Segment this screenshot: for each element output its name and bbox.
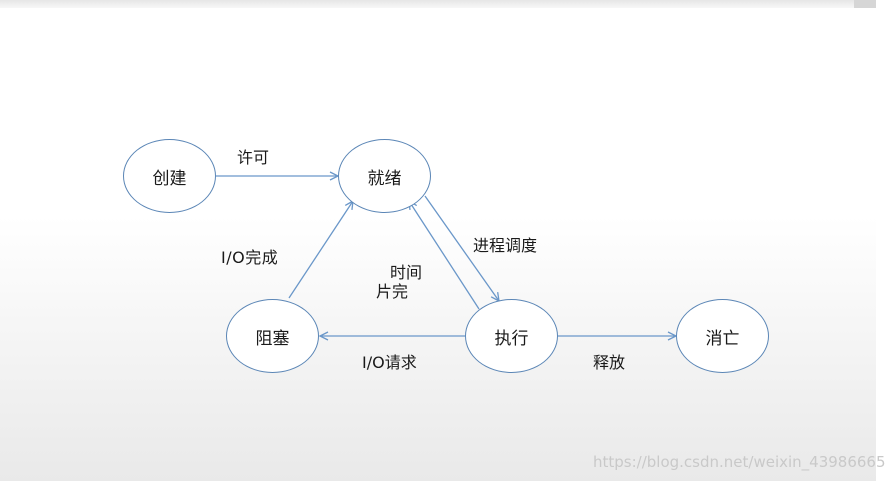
node-terminated: 消亡 [676,299,769,373]
edge-label-schedule: 进程调度 [473,236,538,255]
edge-label-release: 释放 [593,353,626,372]
node-terminated-label: 消亡 [705,328,740,349]
edge-label-timeslice-line2: 片完 [376,282,409,301]
top-strip-corner [854,0,876,8]
edge-label-io-done: I/O完成 [221,248,279,267]
edge-label-io-request: I/O请求 [362,353,417,372]
arrow-ready-to-running [424,195,499,301]
top-strip [0,0,876,8]
node-create: 创建 [123,139,216,213]
watermark: https://blog.csdn.net/weixin_43986665 [593,453,886,471]
node-create-label: 创建 [152,168,187,189]
edge-label-timeslice-line1: 时间 [390,263,423,282]
node-running-label: 执行 [494,328,529,349]
node-blocked-label: 阻塞 [255,328,290,349]
node-ready: 就绪 [338,139,431,213]
node-ready-label: 就绪 [367,168,402,189]
node-running: 执行 [465,299,558,373]
arrow-blocked-to-ready [288,201,353,299]
node-blocked: 阻塞 [226,299,319,373]
edge-label-admit: 许可 [237,148,270,167]
arrow-running-to-ready [409,201,480,310]
